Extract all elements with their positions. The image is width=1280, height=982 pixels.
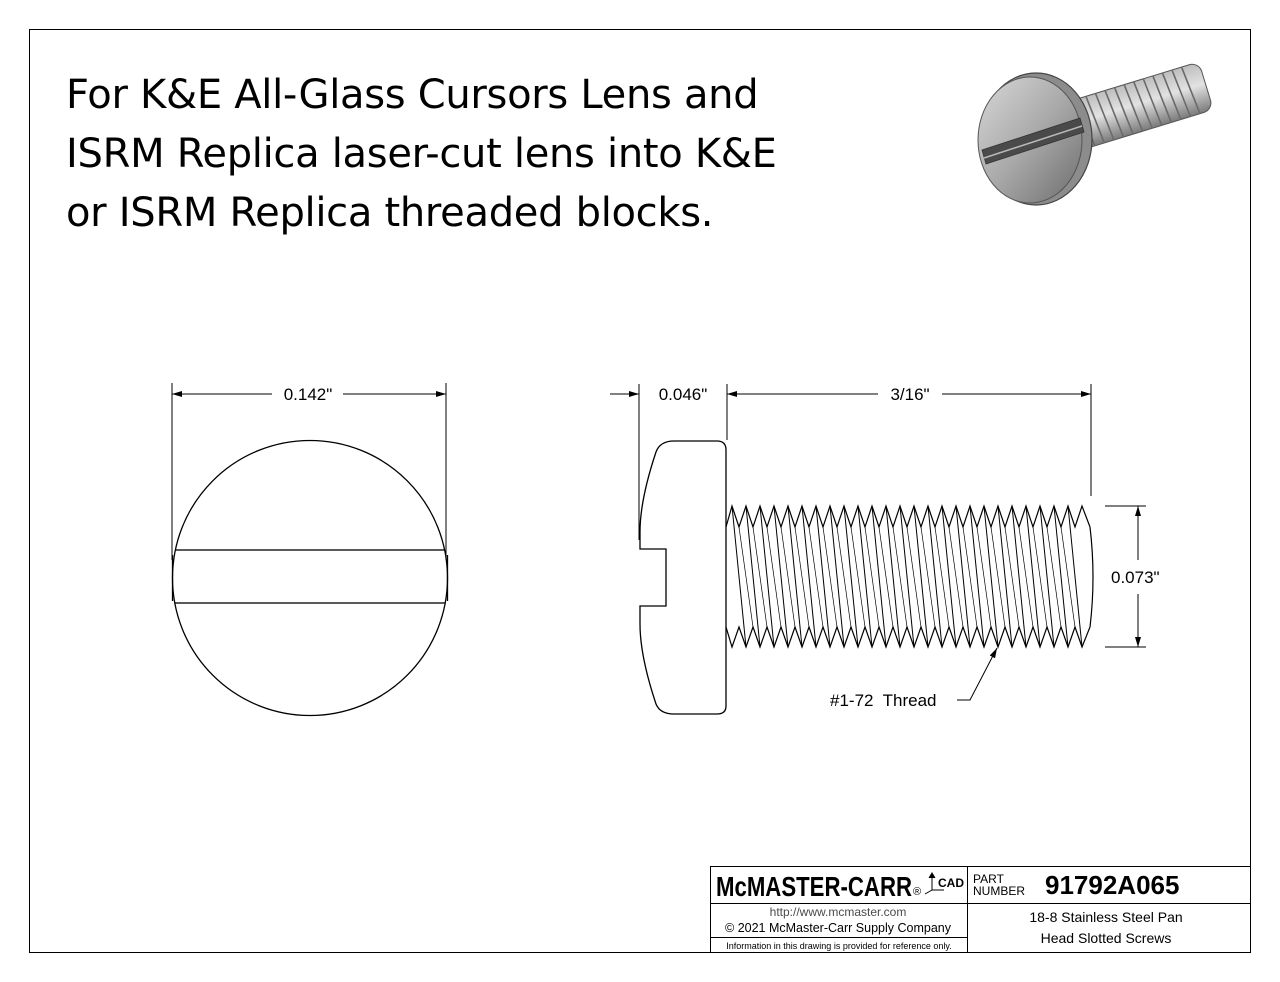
thread-diameter-dimension: 0.073"	[1111, 568, 1160, 587]
usage-note-line: or ISRM Replica threaded blocks.	[66, 190, 714, 236]
website-link[interactable]: http://www.mcmaster.com	[770, 905, 907, 919]
length-dimension: 3/16"	[890, 385, 929, 404]
brand-logo: McMASTER-CARR	[716, 871, 912, 902]
registered-mark: ®	[913, 886, 921, 898]
cad-axes-icon	[924, 872, 944, 895]
thread-callout: #1-72 Thread	[830, 691, 936, 710]
cad-mark: CAD	[938, 876, 964, 890]
usage-note-line: For K&E All-Glass Cursors Lens and	[66, 72, 759, 118]
head-end-view	[171, 383, 449, 717]
copyright-text: © 2021 McMaster-Carr Supply Company	[725, 921, 952, 935]
disclaimer-text: Information in this drawing is provided …	[726, 941, 951, 951]
slotted-pan-head-screw-icon	[977, 63, 1212, 206]
usage-note-line: ISRM Replica laser-cut lens into K&E	[66, 131, 777, 177]
side-profile-view	[610, 384, 1146, 715]
part-label-line-1: PART	[973, 872, 1005, 886]
head-height-dimension: 0.046"	[659, 385, 708, 404]
usage-note: For K&E All-Glass Cursors Lens and ISRM …	[66, 66, 826, 243]
title-block	[710, 866, 1251, 953]
drawing-border	[29, 29, 1251, 953]
description-line-1: 18-8 Stainless Steel Pan	[1029, 909, 1182, 925]
part-number: 91792A065	[1045, 870, 1179, 900]
screw-slot	[172, 549, 448, 604]
thread-helix-lines	[731, 505, 1083, 648]
description-line-2: Head Slotted Screws	[1041, 930, 1172, 946]
part-label-line-2: NUMBER	[973, 884, 1025, 898]
head-diameter-dimension: 0.142"	[284, 385, 333, 404]
